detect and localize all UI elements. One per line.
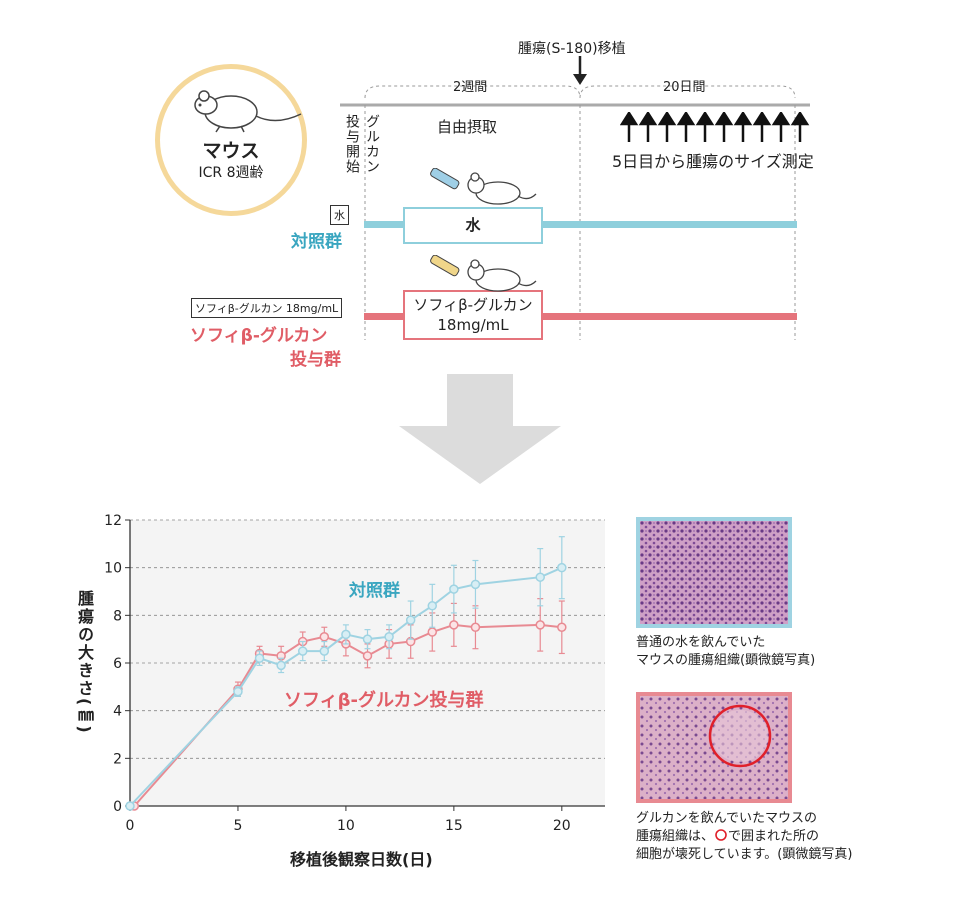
- data-point: [535, 620, 545, 630]
- free-intake-label: 自由摂取: [437, 118, 498, 136]
- mouse-subtitle: ICR 8週齢: [198, 165, 264, 181]
- y-tick-label: 12: [104, 513, 122, 529]
- data-point: [341, 629, 351, 640]
- y-tick-label: 10: [104, 561, 122, 577]
- data-point: [470, 579, 481, 590]
- treated-caption-line1: グルカンを飲んでいたマウスの: [636, 811, 817, 826]
- mouse-icon: [194, 90, 302, 133]
- y-tick-label: 4: [113, 704, 122, 720]
- start-label-2: グルカン: [364, 114, 380, 174]
- control-caption: 普通の水を飲んでいた マウスの腫瘍組織(顕微鏡写真): [636, 634, 815, 670]
- data-point: [125, 801, 135, 811]
- start-label-1: 投与開始: [344, 114, 360, 174]
- y-tick-label: 2: [113, 751, 122, 767]
- data-point: [319, 646, 330, 656]
- treated-caption-line2: 腫瘍組織は、で囲まれた所の: [636, 828, 852, 846]
- treated-caption-line2b: で囲まれた所の: [728, 829, 820, 844]
- x-tick-label: 15: [445, 818, 463, 834]
- data-point: [362, 634, 373, 644]
- series-label-treated: ソフィβ-グルカン投与群: [284, 689, 483, 711]
- data-point: [405, 615, 416, 625]
- transplant-label: 腫瘍(S-180)移植: [518, 41, 626, 57]
- series-line: [129, 566, 563, 807]
- red-circle-icon: [715, 829, 727, 841]
- y-axis-label: 腫瘍の大きさ(㎜): [75, 590, 94, 735]
- series-line: [133, 623, 562, 807]
- control-tag: 水: [330, 205, 349, 225]
- data-point: [449, 620, 459, 630]
- period-2weeks: 2週間: [453, 80, 488, 95]
- control-photo: [636, 517, 792, 628]
- data-point: [233, 686, 243, 697]
- data-point: [384, 632, 394, 642]
- measure-note: 5日目から腫瘍のサイズ測定: [612, 152, 814, 171]
- data-point: [319, 632, 330, 642]
- series-label-control: 対照群: [348, 580, 400, 601]
- data-point: [557, 622, 567, 632]
- x-tick-label: 0: [126, 818, 135, 834]
- control-tissue-image: [640, 521, 788, 624]
- data-point: [297, 646, 308, 656]
- data-point: [254, 653, 265, 663]
- x-axis-label: 移植後観察日数(日): [290, 850, 433, 869]
- data-point: [276, 660, 286, 671]
- treated-bar: [364, 313, 797, 320]
- mouse-circle: [155, 64, 307, 216]
- x-tick-label: 5: [233, 818, 242, 834]
- treated-photo: [636, 692, 792, 803]
- mouse-title: マウス: [202, 140, 260, 162]
- control-treatment-box: 水: [403, 207, 543, 244]
- y-tick-label: 8: [113, 608, 122, 624]
- treated-box-line1: ソフィβ-グルカン: [413, 296, 533, 314]
- x-tick-label: 20: [553, 818, 571, 834]
- control-group-name: 対照群: [291, 232, 342, 252]
- treated-caption-line2a: 腫瘍組織は、: [636, 829, 715, 844]
- treated-tissue-image: [640, 696, 788, 799]
- treated-caption-line3: 細胞が壊死しています。(顕微鏡写真): [636, 847, 853, 862]
- treated-box-line2: 18mg/mL: [437, 316, 509, 334]
- data-point: [557, 562, 567, 573]
- data-point: [449, 584, 459, 594]
- timeline-lines: [340, 85, 810, 340]
- down-arrow-icon: [399, 374, 561, 484]
- y-tick-label: 6: [113, 656, 122, 672]
- data-point: [362, 651, 373, 661]
- data-point: [427, 627, 438, 637]
- period-20days: 20日間: [663, 80, 706, 95]
- treated-tag: ソフィβ-グルカン 18mg/mL: [191, 298, 343, 318]
- mouse-water-icon: [430, 168, 537, 205]
- treated-treatment-box: ソフィβ-グルカン 18mg/mL: [403, 290, 543, 340]
- measure-arrows-icon: [620, 112, 810, 142]
- transplant-arrow-icon: [573, 56, 587, 85]
- data-point: [535, 572, 545, 582]
- y-tick-label: 0: [113, 799, 122, 815]
- treated-group-name-1: ソフィβ-グルカン: [190, 326, 328, 346]
- mouse-glucan-icon: [430, 255, 537, 292]
- data-point: [427, 601, 438, 611]
- treated-group-name-2: 投与群: [290, 350, 341, 370]
- control-caption-line1: 普通の水を飲んでいた: [636, 635, 766, 650]
- x-tick-label: 10: [337, 818, 355, 834]
- control-caption-line2: マウスの腫瘍組織(顕微鏡写真): [636, 653, 816, 668]
- treated-caption: グルカンを飲んでいたマウスの 腫瘍組織は、で囲まれた所の 細胞が壊死しています。…: [636, 810, 852, 864]
- control-bar: [364, 221, 797, 228]
- data-point: [470, 622, 481, 632]
